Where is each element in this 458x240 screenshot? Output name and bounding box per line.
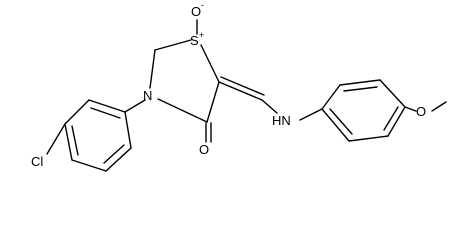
- bond-ar2-1: [321, 84, 341, 110]
- bond-ar2-4: [387, 106, 406, 137]
- bond-ar1-5i: [103, 144, 125, 164]
- bond-nh-aryl: [299, 108, 323, 121]
- bond-c5-ch: [218, 81, 263, 101]
- atom-s-label: S: [190, 33, 199, 48]
- bond-c5-c4: [206, 81, 220, 123]
- atom-o-sulfoxide-label: O: [191, 4, 201, 19]
- bond-o-ch3: [431, 101, 447, 112]
- bond-c5-ch-double: [220, 76, 265, 96]
- bond-ar2-6i: [329, 108, 353, 135]
- bond-ar1-5: [105, 147, 132, 172]
- bond-ar2-4i: [383, 106, 399, 131]
- bond-ar2-6: [321, 108, 350, 142]
- bond-ar1-3: [64, 123, 73, 161]
- bond-ar1-1i: [90, 107, 121, 119]
- atom-cl-label: Cl: [31, 154, 43, 169]
- bond-ar2-2i: [343, 86, 378, 92]
- bond-ar-cl: [46, 123, 66, 155]
- bond-ar2-2: [339, 79, 381, 86]
- bond-ar2-5: [348, 135, 389, 142]
- atom-o-sulfoxide-charge: -: [201, 0, 204, 10]
- bond-ar1-3i: [71, 125, 79, 156]
- bond-ar2-3: [379, 79, 406, 108]
- atom-o-carbonyl-label: O: [199, 142, 209, 157]
- bond-ch-nh: [261, 99, 278, 114]
- atom-n-ring-label: N: [143, 88, 152, 103]
- bond-ar1-4: [71, 159, 107, 172]
- bond-c4-n3: [157, 98, 208, 123]
- atom-o-methoxy-label: O: [416, 104, 426, 119]
- bond-n-aryl: [124, 99, 146, 113]
- bond-ar1-2: [64, 99, 90, 125]
- structure-diagram: S + O - N O HN Cl O: [31, 0, 447, 172]
- atom-nh-label: HN: [272, 113, 291, 128]
- bond-ar1-1: [88, 99, 126, 113]
- bond-n3-c2: [149, 49, 156, 89]
- bond-s1-c5: [200, 44, 220, 83]
- bond-ar1-6: [124, 111, 132, 149]
- bond-c2-s1: [154, 39, 192, 51]
- bond-ar-o-methoxy: [404, 106, 417, 112]
- atom-s-charge: +: [199, 30, 204, 40]
